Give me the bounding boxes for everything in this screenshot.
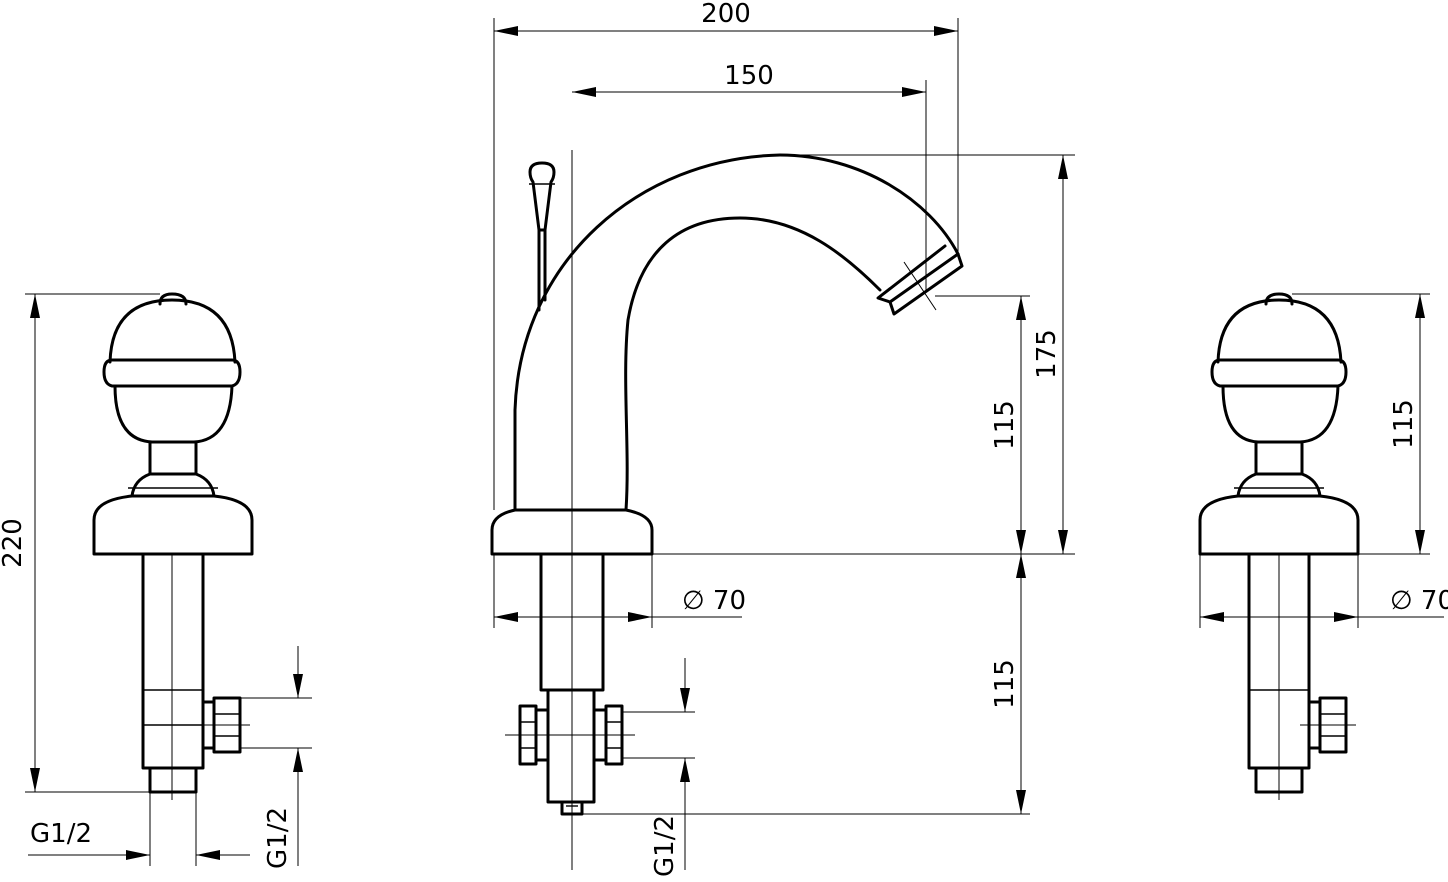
left-valve-body (141, 552, 250, 800)
dimension-115-outlet: 115 (935, 295, 1030, 554)
dim-diameter-70: ∅ 70 (682, 586, 746, 616)
dim-115-shank: 115 (990, 659, 1020, 709)
right-dimension-diameter-70: ∅ 70 (1199, 554, 1448, 628)
dim-g12-side: G1/2 (263, 807, 293, 869)
spout-shank (505, 150, 635, 870)
left-dimension-thread-side: G1/2 (240, 646, 312, 869)
dim-200: 200 (701, 0, 751, 29)
dimension-150: 150 (572, 61, 927, 290)
spout: 200 150 175 115 115 ∅ 70 (490, 0, 1075, 877)
spout-body (513, 153, 964, 512)
dim-g12-bottom: G1/2 (30, 819, 92, 849)
left-valve: 220 G1/2 G1/2 (0, 292, 312, 869)
right-dimension-115: 115 (1292, 293, 1430, 555)
left-dimension-220: 220 (0, 293, 160, 793)
dimension-diameter-70: ∅ 70 (493, 554, 746, 628)
left-valve-handle (92, 292, 254, 556)
left-dimension-thread-bottom: G1/2 (28, 792, 250, 866)
dim-diameter-70-right: ∅ 70 (1390, 586, 1448, 616)
right-valve-handle (1198, 292, 1360, 556)
spout-lever (528, 161, 556, 312)
dim-115-outlet: 115 (990, 400, 1020, 450)
dim-g12-spout: G1/2 (650, 815, 680, 877)
dim-150: 150 (724, 61, 774, 91)
dimension-thread-spout: G1/2 (622, 658, 695, 877)
dim-220: 220 (0, 518, 28, 568)
dim-115-right: 115 (1389, 399, 1419, 449)
right-valve-body (1247, 552, 1356, 800)
dimension-115-shank: 115 (582, 554, 1030, 815)
right-valve: 115 ∅ 70 (1198, 292, 1448, 800)
dim-175: 175 (1032, 329, 1062, 379)
dimension-175: 175 (652, 154, 1075, 555)
dimension-200: 200 (493, 0, 959, 510)
